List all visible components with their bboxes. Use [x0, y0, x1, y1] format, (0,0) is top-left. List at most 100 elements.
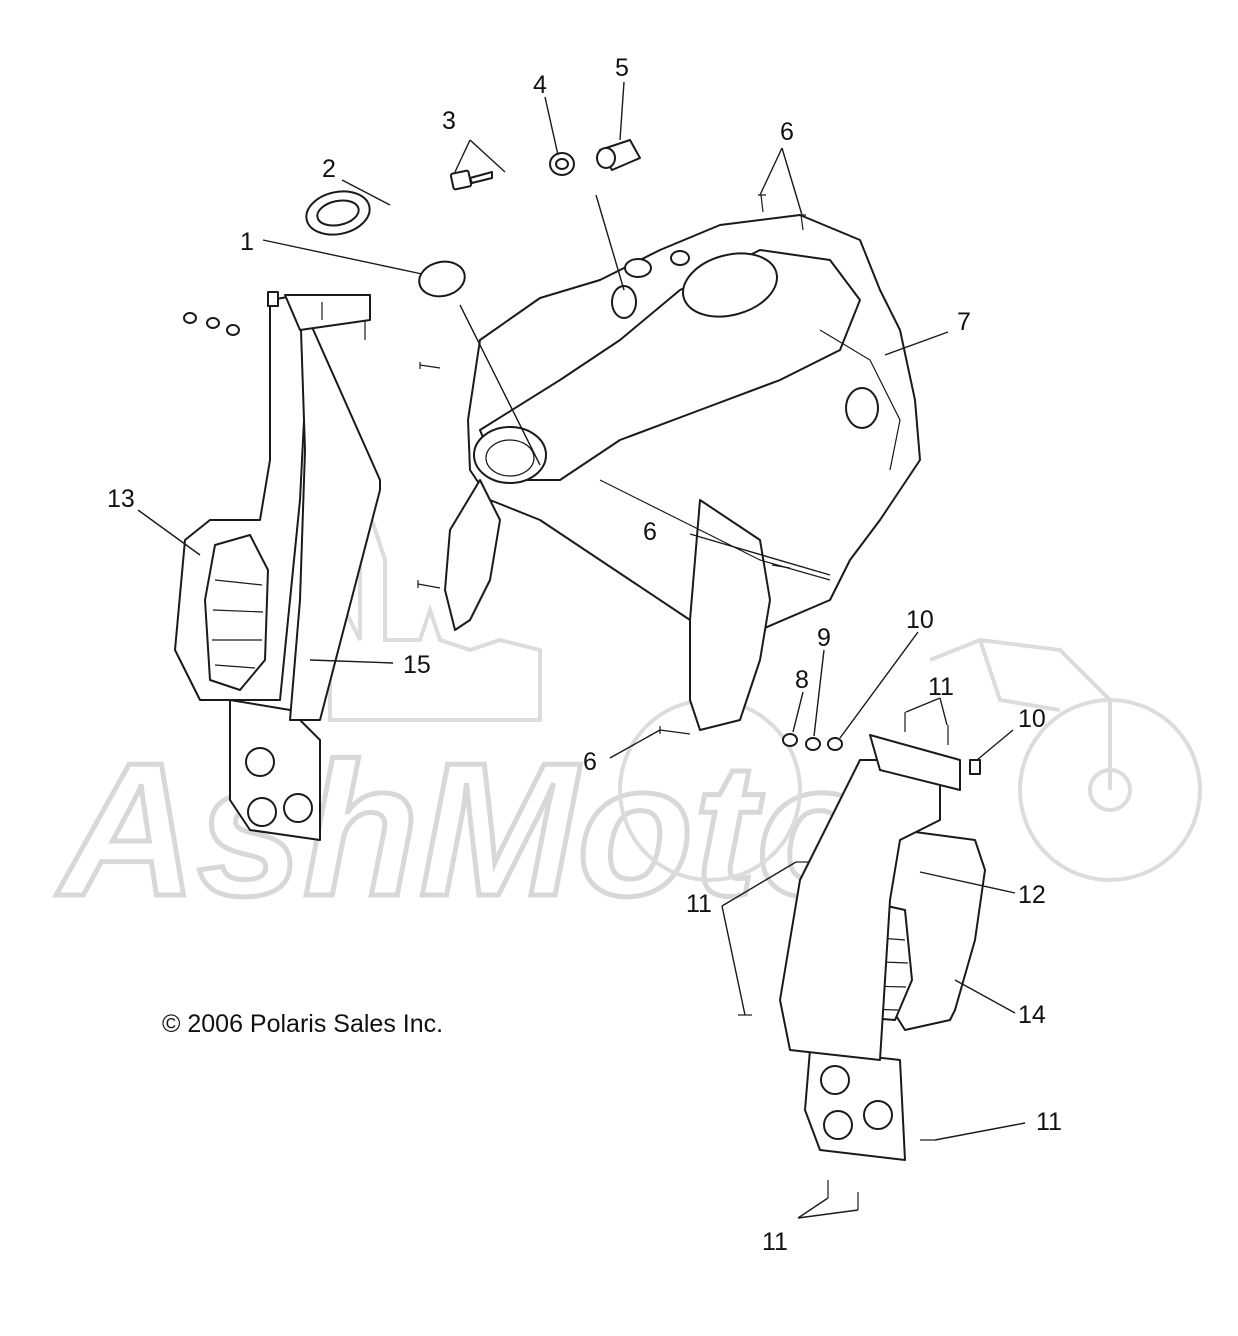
console-side-pod	[845, 387, 879, 429]
right-panel-hole-2	[823, 1110, 853, 1140]
left-panel-hole-3	[283, 793, 313, 823]
callout-11-bottom: 11	[762, 1228, 788, 1256]
watermark-text: AshMoto	[56, 724, 873, 936]
leader-10b	[976, 729, 1014, 761]
right-liner-body	[779, 759, 941, 1061]
left-liner-body	[289, 299, 381, 721]
leader-11d	[721, 905, 746, 1016]
leader-10a	[839, 631, 919, 739]
left-clip	[267, 291, 279, 307]
callout-11-left: 11	[686, 890, 712, 918]
part-7-console	[444, 214, 921, 731]
left-panel-hole-1	[245, 747, 275, 777]
part-12-right-liner	[779, 734, 961, 1061]
callout-11-right: 11	[1036, 1108, 1062, 1136]
left-washer	[206, 317, 220, 329]
screw-6-left-b	[417, 580, 441, 589]
leader-11g	[797, 1209, 859, 1219]
leader-3b	[469, 139, 506, 173]
leader-2	[341, 179, 391, 206]
leader-11c	[721, 861, 797, 907]
part-15-left-liner	[284, 294, 381, 721]
part-9-washer	[805, 737, 821, 751]
left-panel-vent	[204, 534, 269, 691]
screw-6-left-a	[419, 362, 441, 369]
leader-4	[544, 96, 559, 156]
leader-6-top-b	[781, 147, 803, 216]
leader-8	[792, 691, 804, 733]
callout-1: 1	[240, 228, 254, 256]
part-1-o-ring	[418, 260, 466, 298]
right-panel-hole-1	[820, 1065, 850, 1095]
leader-6-mid	[689, 533, 831, 576]
callout-7: 7	[957, 308, 971, 336]
right-liner-bracket	[869, 734, 961, 791]
callout-12: 12	[1018, 881, 1046, 909]
callout-4: 4	[533, 71, 547, 99]
right-panel-hole-3	[863, 1100, 893, 1130]
leader-7	[884, 331, 949, 356]
callout-13: 13	[107, 485, 135, 513]
leader-lines	[137, 81, 1026, 1219]
fasteners	[183, 194, 981, 1210]
console-left-leg	[444, 479, 501, 631]
callout-8: 8	[795, 666, 809, 694]
left-nut	[226, 324, 240, 336]
leader-9	[813, 649, 825, 737]
part-13-left-panel	[174, 294, 321, 841]
leader-14	[954, 979, 1016, 1014]
leader-4b	[595, 194, 625, 291]
console-ignition-hole	[611, 285, 637, 319]
part-5-ignition-switch	[596, 139, 641, 171]
callout-6-top: 6	[780, 118, 794, 146]
part-4-nut	[549, 152, 575, 176]
part-3-key	[449, 169, 493, 191]
left-grommet	[183, 312, 197, 324]
leader-12	[919, 871, 1016, 894]
console-button-hole	[670, 250, 690, 266]
console-gauge-opening	[681, 252, 779, 318]
screw-6-center	[771, 564, 791, 569]
part-10-nut-a	[827, 737, 843, 751]
callouts: 1 2 3 4 5 6 6 6 7 8 9 10 10 11 11 11 11 …	[107, 54, 1062, 1256]
watermark-skyline	[328, 513, 542, 722]
leader-6-top-a	[759, 147, 783, 196]
callout-10-left: 10	[906, 606, 934, 634]
left-panel-hole-2	[247, 797, 277, 827]
callout-15: 15	[403, 651, 431, 679]
console-center-leg	[689, 499, 771, 731]
callout-2: 2	[322, 155, 336, 183]
right-panel-lower	[804, 1049, 906, 1161]
callout-6-mid: 6	[643, 518, 657, 546]
console-contour-2	[819, 329, 901, 471]
watermark: AshMoto	[54, 513, 1202, 939]
leader-13	[137, 509, 201, 556]
leader-11b	[939, 697, 948, 726]
watermark-bike-frame	[929, 637, 1112, 790]
callout-3: 3	[442, 107, 456, 135]
copyright-text: © 2006 Polaris Sales Inc.	[162, 1010, 443, 1038]
callout-9: 9	[817, 624, 831, 652]
screw-6-top-a	[758, 194, 766, 213]
callout-14: 14	[1018, 1001, 1046, 1029]
left-panel-vent-fins	[212, 579, 264, 669]
console-cup-holder-inner	[485, 439, 535, 477]
leader-1	[262, 239, 423, 275]
leader-11f	[797, 1197, 829, 1219]
part-10-clip-b	[969, 759, 981, 775]
leader-3	[454, 139, 471, 173]
leader-11a	[905, 697, 941, 713]
leader-6-bottom	[609, 729, 661, 759]
callout-5: 5	[615, 54, 629, 82]
console-top-deck	[479, 249, 861, 481]
leader-1b	[459, 304, 541, 466]
console-contour-1	[599, 479, 831, 581]
callout-6-bottom: 6	[583, 748, 597, 776]
callout-11-top: 11	[928, 673, 954, 701]
console-switch-hole	[624, 258, 652, 278]
leader-11e	[934, 1122, 1026, 1141]
callout-10-right: 10	[1018, 705, 1046, 733]
leader-5	[619, 81, 625, 141]
part-2-bezel-ring	[305, 190, 371, 236]
